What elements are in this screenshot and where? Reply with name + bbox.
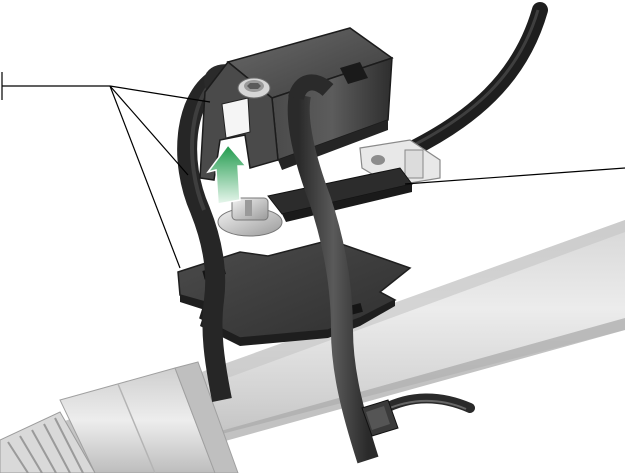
right-callout-leader: [404, 167, 625, 185]
hex-screw: [237, 77, 271, 99]
tie-lock-head: [361, 399, 399, 437]
threaded-fitting: [0, 361, 239, 473]
left-callout-branch-2: [109, 85, 189, 176]
left-callout-branch-3: [109, 85, 181, 269]
left-callout-branch-1: [109, 85, 211, 103]
direction-arrow: [206, 143, 248, 205]
callout-leader-lines: [1, 72, 625, 269]
cable: [402, 2, 548, 158]
fitting-threads: [0, 411, 96, 473]
